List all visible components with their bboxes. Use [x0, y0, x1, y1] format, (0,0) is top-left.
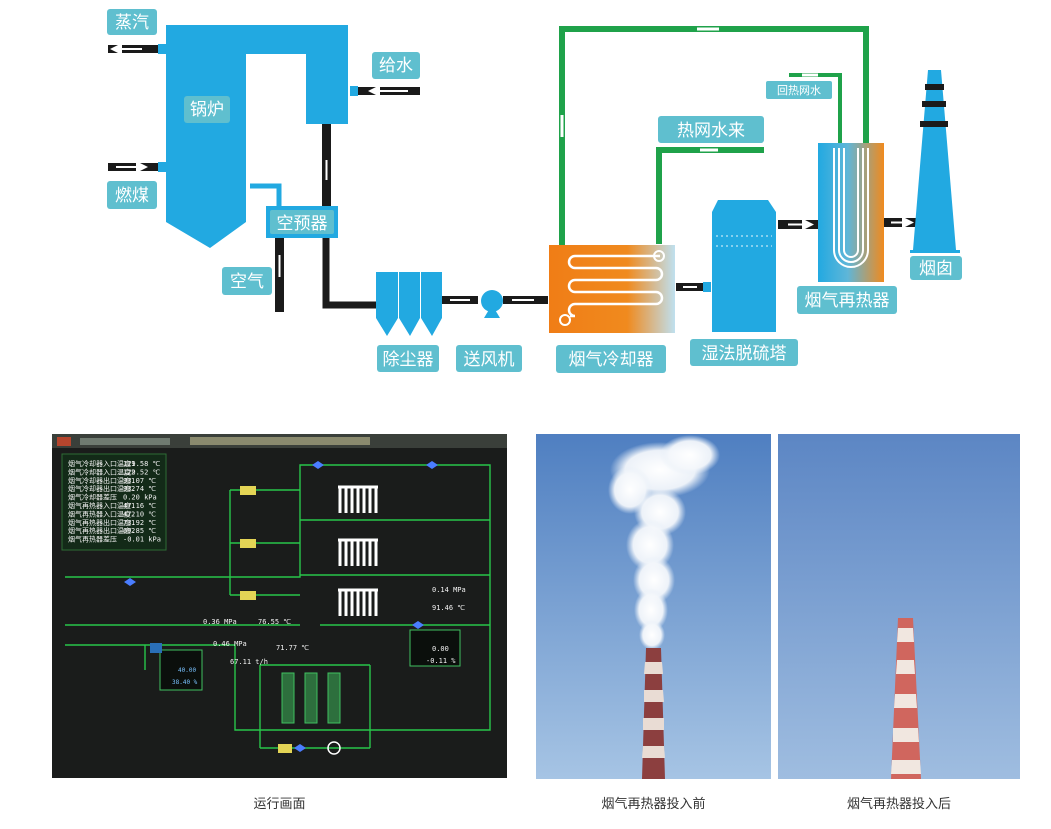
steam-label: 蒸汽: [115, 13, 149, 33]
hot-water-label: 热网水来: [677, 121, 745, 141]
boiler-label-box: [184, 96, 230, 123]
blower-label: 送风机: [464, 350, 515, 370]
hot-water-label-box: [658, 116, 764, 143]
boiler-label: 锅炉: [190, 100, 224, 120]
blower: [481, 290, 503, 312]
readout-name: 烟气冷却器差压: [68, 493, 117, 502]
caption-screen: 运行画面: [253, 797, 306, 812]
readout-value: 73.92 ℃: [123, 519, 156, 527]
readout-name: 烟气再热器入口温度1: [68, 501, 135, 510]
feedwater-label: 给水: [379, 56, 413, 76]
readout-value: 0.20 kPa: [123, 494, 157, 502]
air-label-box: [222, 267, 272, 295]
readout-name: 烟气冷却器出口温度2: [68, 484, 135, 493]
screen-t1: 91.46 ℃: [432, 604, 465, 612]
readout-name: 烟气再热器出口温度1: [68, 518, 135, 527]
boiler: [166, 25, 348, 248]
readout-value: 69.85 ℃: [123, 527, 156, 535]
screen-ctrl2-a: 0.00: [432, 645, 449, 653]
readout-name: 烟气再热器出口温度2: [68, 526, 135, 535]
readout-name: 烟气冷却器入口温度1: [68, 459, 135, 468]
dust-collector-label: 除尘器: [383, 350, 434, 370]
screen-ctrl1-b: 38.40 %: [172, 679, 198, 686]
screen-t2: 76.55 ℃: [258, 618, 291, 626]
readout-name: 烟气再热器入口温度2: [68, 509, 135, 518]
caption-after: 烟气再热器投入后: [846, 797, 951, 812]
flue-cooler: [549, 245, 675, 333]
readout-name: 烟气冷却器入口温度2: [68, 467, 135, 476]
screen-t3: 71.77 ℃: [276, 644, 309, 652]
screen-flow: 67.11 t/h: [230, 658, 268, 666]
chimney-label: 烟囱: [919, 259, 953, 279]
screen-p2: 0.36 MPa: [203, 618, 237, 626]
readout-value: 129.52 ℃: [123, 468, 161, 476]
readout-value: 47.10 ℃: [123, 510, 156, 518]
screen-ctrl2-b: -0.11 %: [426, 657, 456, 665]
flow-arrows-green: [560, 27, 818, 152]
desulfurizer: [712, 200, 776, 332]
readout-value: -0.01 kPa: [123, 536, 161, 544]
readout-name: 烟气冷却器出口温度1: [68, 476, 135, 485]
air-label: 空气: [230, 272, 264, 292]
green-pipe-in: [656, 147, 764, 244]
readout-value: 93.74 ℃: [123, 485, 156, 493]
feedwater-label-box: [372, 52, 420, 79]
steam-label-box: [107, 9, 157, 35]
air-preheater-label: 空预器: [277, 214, 328, 234]
chimney: [913, 70, 956, 250]
flue-cooler-label: 烟气冷却器: [569, 350, 654, 370]
reheater-label: 烟气再热器: [805, 291, 890, 311]
photo-before: [536, 434, 771, 779]
desulfurizer-label: 湿法脱硫塔: [702, 344, 787, 364]
readout-value: 47.16 ℃: [123, 502, 156, 510]
screen-p3: 0.46 MPa: [213, 640, 247, 648]
photo-after: [778, 434, 1020, 779]
coal-label-box: [107, 181, 157, 209]
screen-ctrl1-a: 40.00: [178, 667, 196, 674]
return-water-label: 回热网水: [777, 84, 821, 97]
caption-before: 烟气再热器投入前: [601, 797, 706, 812]
readout-value: 93.07 ℃: [123, 477, 156, 485]
coal-label: 燃煤: [115, 186, 149, 206]
dust-collector: [376, 272, 442, 336]
reheater: [818, 143, 884, 282]
readout-name: 烟气再热器差压: [68, 535, 117, 544]
return-water-label-box: [766, 81, 832, 99]
readout-value: 129.58 ℃: [123, 460, 161, 468]
screen-p1: 0.14 MPa: [432, 586, 466, 594]
